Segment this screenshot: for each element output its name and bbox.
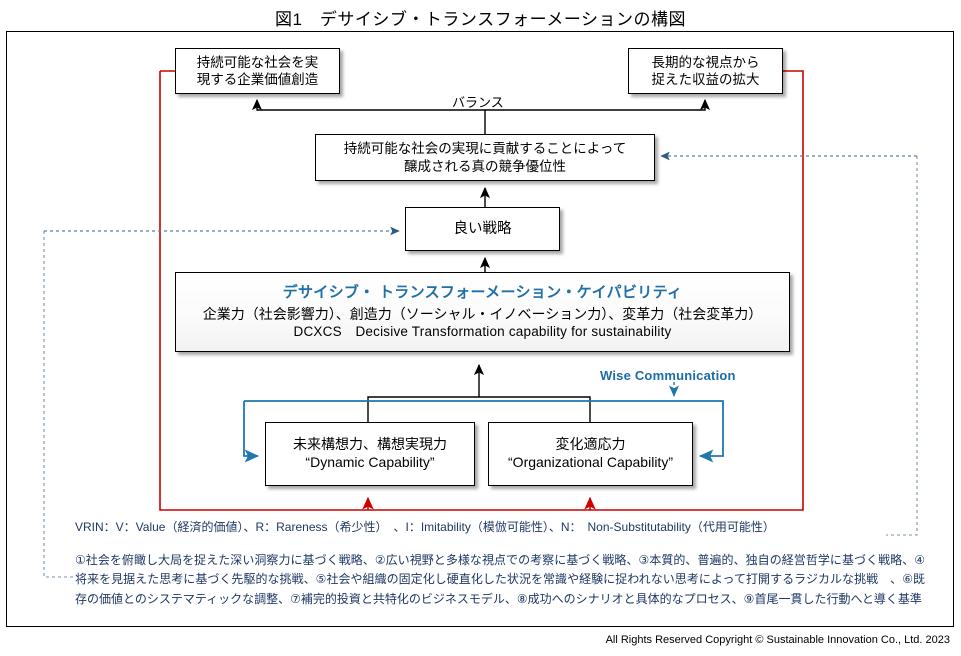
box-corporate-value-line2: 現する企業価値創造 [196,72,319,87]
box-dynamic-line1: 未来構想力、構想実現力 [293,436,447,453]
capabilities-to-dxcs-connector [367,363,591,422]
note-strategy-items: ①社会を俯瞰し大局を捉えた深い洞察力に基づく戦略、②広い視野と多様な視点での考察… [75,553,925,606]
box-true-competitive-advantage[interactable]: 持続可能な社会の実現に貢献することによって 醸成される真の競争優位性 [315,134,655,181]
box-advantage-line1: 持続可能な社会の実現に貢献することによって [343,141,627,157]
box-dxcs-line3: DCXCS Decisive Transformation capability… [293,324,672,340]
red-feedback-loop [159,70,804,511]
box-advantage-line2: 醸成される真の競争優位性 [404,158,566,174]
box-dxcs-line2: 企業力（社会影響力）、創造力（ソーシャル・イノベーション力）、変革力（社会変革力… [202,305,763,322]
balance-split-connector [251,98,711,134]
footer-copyright: All Rights Reserved Copyright © Sustaina… [605,634,950,646]
label-balance: バランス [452,95,504,110]
box-good-strategy[interactable]: 良い戦略 [405,207,560,251]
box-good-strategy-label: 良い戦略 [453,220,512,237]
box-dynamic-capability[interactable]: 未来構想力、構想実現力 “Dynamic Capability” [265,422,475,486]
note-vrin: VRIN：V：Value（経済的価値）、R：Rareness（希少性） 、I：I… [75,520,775,534]
box-dxcs-heading: デサイシブ・ トランスフォーメーション・ケイパビリティ [282,284,683,302]
dashed-vrin-frame [43,156,918,578]
figure-title: 図1 デサイシブ・トランスフォーメーションの構図 [274,10,687,29]
box-dxcs-capability[interactable]: デサイシブ・ トランスフォーメーション・ケイパビリティ 企業力（社会影響力）、創… [175,272,790,352]
box-orgcap-line2: “Organizational Capability” [508,454,673,470]
box-dynamic-line2: “Dynamic Capability” [305,454,435,470]
label-wise-communication: Wise Communication [600,368,736,383]
box-corporate-value-line1: 持続可能な社会を実 [196,54,319,70]
box-long-term-line2: 捉えた収益の拡大 [651,72,760,87]
box-long-term-profit-expansion[interactable]: 長期的な視点から 捉えた収益の拡大 [628,48,783,94]
wise-communication-connector [243,400,724,463]
box-corporate-value-creation[interactable]: 持続可能な社会を実 現する企業価値創造 [175,48,340,94]
box-organizational-capability[interactable]: 変化適応力 “Organizational Capability” [488,422,693,486]
box-long-term-line1: 長期的な視点から [651,54,760,70]
box-orgcap-line1: 変化適応力 [555,436,626,453]
